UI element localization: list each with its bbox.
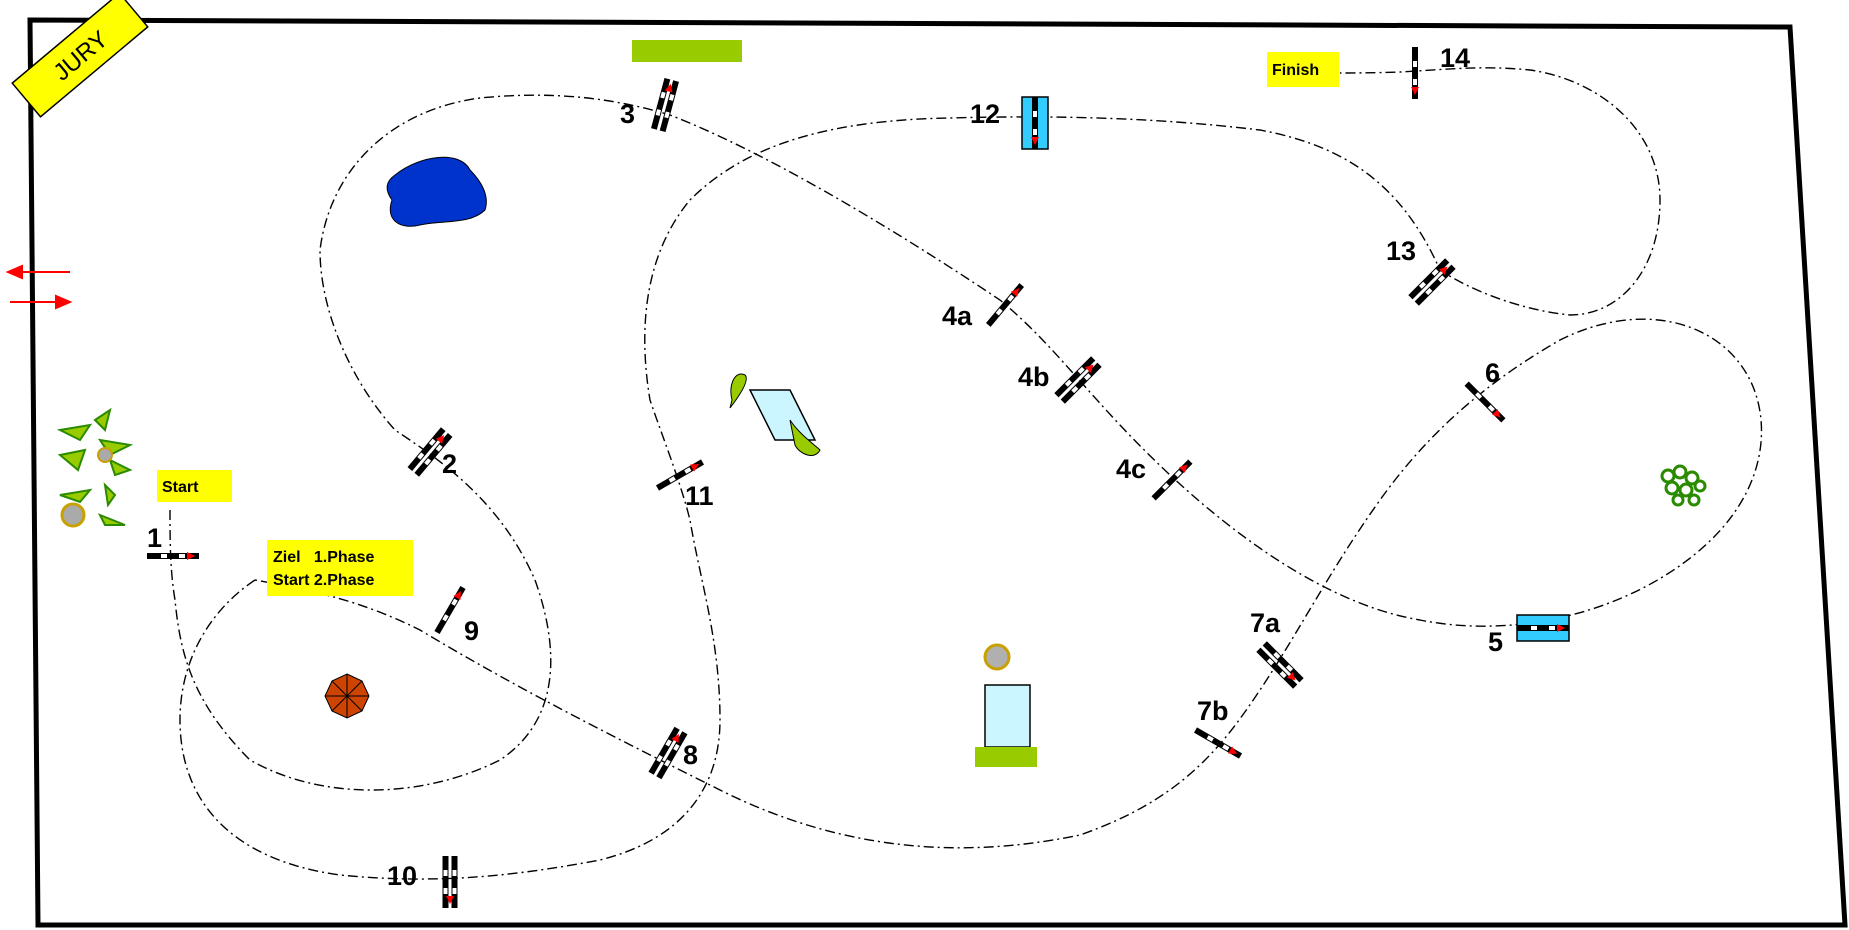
obstacle-number-4a: 4a [942, 301, 973, 331]
obstacle-numbers: 1 2 3 4a 4b 4c 5 6 7a 7b 8 9 10 11 12 13… [147, 43, 1503, 891]
obstacle-number-13: 13 [1386, 236, 1416, 266]
obstacle-number-5: 5 [1488, 627, 1503, 657]
obstacles [147, 47, 1570, 908]
fence-8-icon [648, 726, 688, 780]
umbrella-icon [324, 673, 370, 719]
fence-2-icon [407, 427, 453, 477]
obstacle-number-7a: 7a [1250, 608, 1281, 638]
phase-label-line1: Ziel 1.Phase [273, 549, 374, 566]
pot-icon [60, 502, 86, 528]
plant-icon [56, 407, 134, 526]
course-route [169, 67, 1763, 880]
start-label: Start [162, 479, 199, 496]
arena-border [27, 17, 1848, 928]
obstacle-number-10: 10 [387, 861, 417, 891]
obstacle-number-6: 6 [1485, 358, 1500, 388]
fence-9-icon [434, 585, 466, 635]
fence-3-icon [651, 77, 679, 133]
obstacle-number-7b: 7b [1197, 696, 1229, 726]
obstacle-number-9: 9 [464, 616, 479, 646]
fence-14-icon [1411, 47, 1419, 99]
phase-label-box [267, 540, 413, 596]
water-pond-icon [386, 156, 487, 227]
phase-label-line2: Start 2.Phase [273, 572, 374, 589]
plank-top [632, 40, 742, 62]
fence-4b-icon [1054, 356, 1102, 404]
start-label-box [157, 470, 232, 502]
bush-icon [1660, 464, 1707, 507]
entry-exit-arrows-icon [5, 264, 73, 310]
fence-13-icon [1408, 258, 1456, 306]
fence-4a-icon [985, 283, 1025, 327]
obstacle-number-14: 14 [1440, 43, 1470, 73]
obstacle-number-3: 3 [620, 99, 635, 129]
liverpool-obstacle-icon [729, 373, 821, 456]
fence-5-icon [1516, 614, 1570, 642]
obstacle-number-4c: 4c [1116, 454, 1146, 484]
fence-11-icon [655, 459, 705, 491]
finish-label: Finish [1272, 62, 1319, 79]
fence-10-icon [442, 856, 458, 908]
pot-icon-top [97, 447, 113, 463]
obstacle-number-4b: 4b [1018, 362, 1050, 392]
fence-7b-icon [1193, 727, 1243, 759]
obstacle-number-11: 11 [685, 481, 714, 511]
obstacle-number-12: 12 [970, 99, 1000, 129]
fence-1-icon [147, 552, 199, 560]
fence-12-icon [1021, 96, 1049, 150]
obstacle-number-2: 2 [442, 449, 457, 479]
wall-obstacle-icon [975, 643, 1037, 767]
obstacle-number-1: 1 [147, 523, 162, 553]
finish-label-box [1267, 52, 1339, 87]
obstacle-number-8: 8 [683, 740, 698, 770]
fence-7a-icon [1256, 641, 1304, 689]
